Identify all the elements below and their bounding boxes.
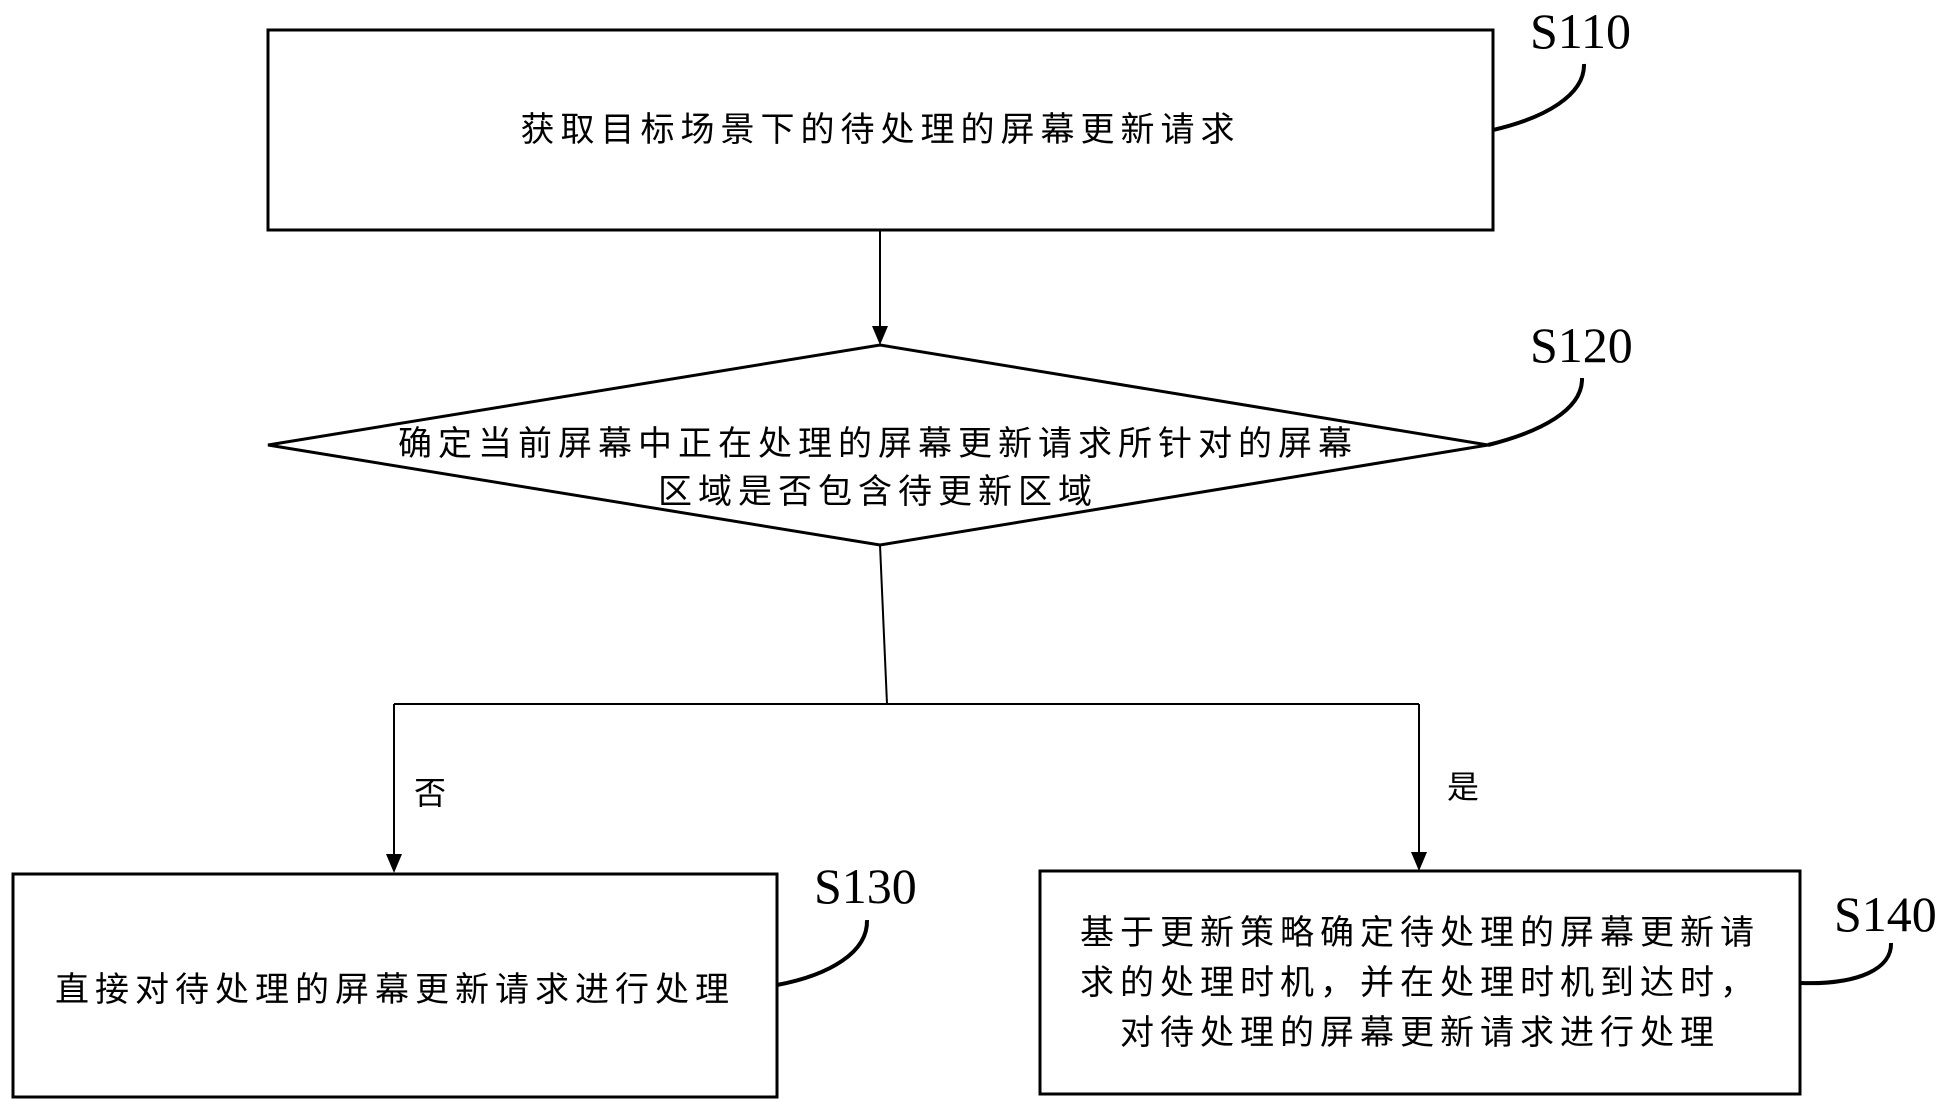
- arrowhead-icon: [1411, 852, 1427, 871]
- s130-step-label: S130: [814, 858, 917, 914]
- arrow-s120-to-s130: [386, 704, 402, 873]
- connector-s120-down: [879, 544, 888, 705]
- arrow-s120-to-s140: [1411, 704, 1427, 871]
- arrow-s110-to-s120: [872, 230, 888, 345]
- s140-text-line-3: 对待处理的屏幕更新请求进行处理: [1120, 1013, 1720, 1053]
- branch-label-yes: 是: [1447, 768, 1480, 806]
- s140-text-line-1: 基于更新策略确定待处理的屏幕更新请: [1080, 913, 1760, 953]
- arrowhead-icon: [872, 326, 888, 345]
- s130-leader-curve: [776, 919, 870, 987]
- s120-text-line-1: 确定当前屏幕中正在处理的屏幕更新请求所针对的屏幕: [398, 424, 1358, 464]
- s110-step-label: S110: [1530, 3, 1631, 59]
- s140-text: 基于更新策略确定待处理的屏幕更新请 求的处理时机，并在处理时机到达时， 对待处理…: [1040, 908, 1800, 1058]
- s120-text-line-2: 区域是否包含待更新区域: [658, 472, 1098, 512]
- s120-text: 确定当前屏幕中正在处理的屏幕更新请求所针对的屏幕 区域是否包含待更新区域: [268, 420, 1488, 516]
- s140-step-label: S140: [1834, 886, 1937, 942]
- arrowhead-icon: [386, 854, 402, 873]
- s140-box: [1038, 869, 1802, 1096]
- s110-text-line: 获取目标场景下的待处理的屏幕更新请求: [520, 110, 1241, 150]
- s130-text: 直接对待处理的屏幕更新请求进行处理: [13, 965, 777, 1015]
- s120-step-label: S120: [1530, 317, 1633, 373]
- branch-label-no: 否: [414, 774, 447, 812]
- s130-box: [11, 872, 779, 1099]
- s130-text-line: 直接对待处理的屏幕更新请求进行处理: [55, 970, 735, 1010]
- s140-text-line-2: 求的处理时机，并在处理时机到达时，: [1080, 963, 1760, 1003]
- s120-leader-curve: [1487, 377, 1585, 447]
- s110-text: 获取目标场景下的待处理的屏幕更新请求: [268, 105, 1493, 155]
- s110-leader-curve: [1492, 63, 1587, 132]
- s140-leader-curve: [1799, 942, 1894, 986]
